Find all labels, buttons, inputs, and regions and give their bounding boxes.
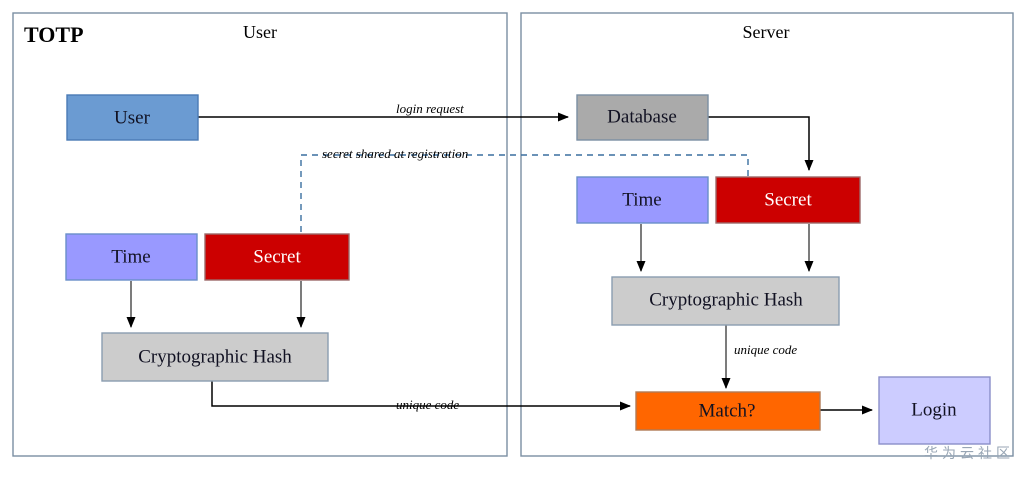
edge-server-unique-code-label: unique code xyxy=(734,342,797,357)
node-user-hash[interactable]: Cryptographic Hash xyxy=(101,332,329,382)
node-server-match-label: Match? xyxy=(699,400,756,421)
node-user-secret-label: Secret xyxy=(253,246,301,267)
edge-user-unique-code-line xyxy=(211,381,631,411)
node-server-hash-label: Cryptographic Hash xyxy=(649,289,803,310)
node-server-login[interactable]: Login xyxy=(878,376,991,445)
node-server-login-rect[interactable] xyxy=(878,376,991,445)
node-server-match-rect[interactable] xyxy=(635,391,821,431)
node-user-time-rect[interactable] xyxy=(65,233,198,281)
node-server-hash-rect[interactable] xyxy=(611,276,840,326)
node-server-login-label: Login xyxy=(911,399,957,420)
node-user-user-label: User xyxy=(114,107,151,128)
node-user-time-label: Time xyxy=(111,246,150,267)
node-server-time-label: Time xyxy=(622,189,661,210)
node-user-secret-rect[interactable] xyxy=(204,233,350,281)
node-server-secret-label: Secret xyxy=(764,189,812,210)
edge-database-to-secret-line xyxy=(708,116,814,171)
node-server-secret-rect[interactable] xyxy=(715,176,861,224)
node-user-user-rect[interactable] xyxy=(66,94,199,141)
edge-secret-shared-line xyxy=(300,154,749,232)
node-server-match[interactable]: Match? xyxy=(635,391,821,431)
panel-title-user: User xyxy=(243,22,277,42)
node-user-hash-label: Cryptographic Hash xyxy=(138,346,292,367)
edge-secret-shared-label: secret shared at registration xyxy=(322,146,468,161)
node-user-user[interactable]: User xyxy=(66,94,199,141)
page-title: TOTP xyxy=(24,22,84,47)
node-user-secret[interactable]: Secret xyxy=(204,233,350,281)
node-server-database[interactable]: Database xyxy=(576,94,709,141)
node-server-time-rect[interactable] xyxy=(576,176,709,224)
edge-login-request-label: login request xyxy=(396,101,464,116)
node-server-time[interactable]: Time xyxy=(576,176,709,224)
node-server-database-rect[interactable] xyxy=(576,94,709,141)
edge-user-unique-code-label: unique code xyxy=(396,397,459,412)
node-user-hash-rect[interactable] xyxy=(101,332,329,382)
node-user-time[interactable]: Time xyxy=(65,233,198,281)
panel-title-server: Server xyxy=(743,22,790,42)
node-server-hash[interactable]: Cryptographic Hash xyxy=(611,276,840,326)
watermark-label: 华为云社区 xyxy=(924,446,1014,462)
node-server-database-label: Database xyxy=(607,106,677,127)
node-server-secret[interactable]: Secret xyxy=(715,176,861,224)
